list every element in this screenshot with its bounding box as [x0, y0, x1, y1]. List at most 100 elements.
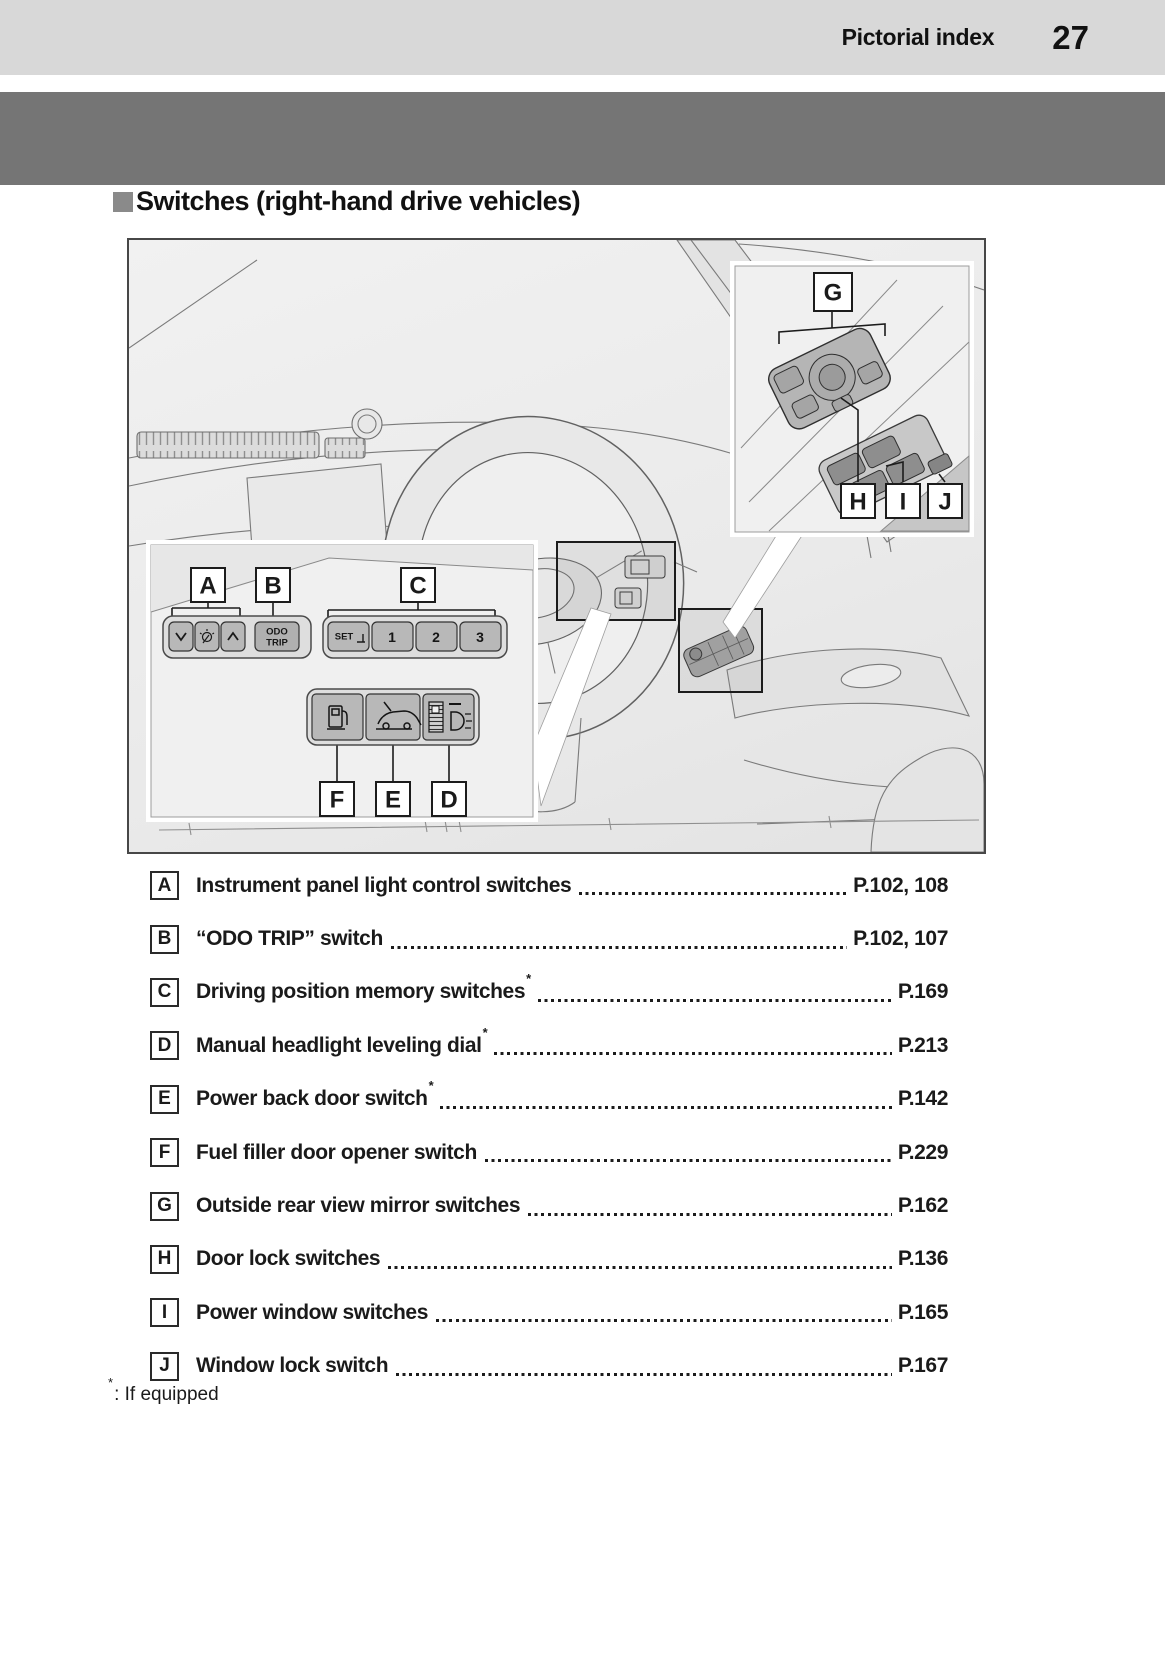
if-equipped-asterisk: *: [482, 1024, 488, 1040]
memory-set-button: SET: [327, 621, 370, 652]
item-label-box: E: [150, 1084, 179, 1114]
callout-box-f: F: [319, 781, 355, 817]
index-row: G Outside rear view mirror switches P.162: [150, 1179, 948, 1232]
page-reference: P.162: [897, 1194, 949, 1218]
leveling-dial-headlight-icon: [428, 701, 472, 733]
callout-leader-lines: [778, 311, 946, 483]
page-reference: P.102, 108: [853, 873, 948, 897]
callout-box-d: D: [431, 781, 467, 817]
index-row: I Power window switches P.165: [150, 1286, 948, 1339]
chevron-down-icon: [175, 632, 187, 642]
callout-box-h: H: [840, 483, 876, 519]
item-label-box: D: [150, 1031, 179, 1061]
page-reference: P.136: [897, 1247, 949, 1271]
item-label-box: J: [150, 1351, 179, 1381]
item-text: “ODO TRIP” switch: [196, 927, 383, 951]
callout-box-j: J: [927, 483, 963, 519]
callout-box-a: A: [190, 567, 226, 603]
power-back-door-button: [365, 693, 422, 741]
page-reference: P.102, 107: [853, 927, 948, 951]
svg-text:ODO: ODO: [266, 627, 288, 638]
page-reference: P.213: [897, 1033, 949, 1057]
item-label-box: H: [150, 1244, 179, 1274]
item-label-box: I: [150, 1298, 179, 1328]
callout-box-e: E: [375, 781, 411, 817]
instrument-light-control-switches: [168, 621, 246, 652]
section-title-text: Switches (right-hand drive vehicles): [136, 186, 581, 216]
dotted-leader: [484, 1159, 892, 1163]
svg-text:C: C: [409, 573, 426, 600]
index-row: E Power back door switch* P.142: [150, 1073, 948, 1126]
callout-box-c: C: [400, 567, 436, 603]
dotted-leader: [390, 945, 848, 949]
item-label-box: F: [150, 1138, 179, 1168]
page-reference: P.169: [897, 980, 949, 1004]
inset-instrument-panel: ODO TRIP SET 1 2: [146, 540, 538, 822]
dashboard-vent-strip: [136, 431, 320, 459]
item-text: Power back door switch*: [196, 1078, 434, 1111]
fuel-filler-opener-button: [311, 693, 364, 741]
mirror-control-switches: [768, 327, 891, 430]
footnote-text: : If equipped: [114, 1384, 219, 1405]
callout-pointer-to-lower-inset: [532, 607, 612, 807]
memory-1-button: 1: [371, 621, 414, 652]
dotted-leader: [396, 1372, 892, 1376]
section-title: Switches (right-hand drive vehicles): [113, 186, 581, 217]
svg-text:J: J: [938, 489, 951, 516]
callout-pointer-to-upper-inset: [722, 530, 806, 639]
page-reference: P.165: [897, 1300, 949, 1324]
callout-box-i: I: [885, 483, 921, 519]
svg-text:B: B: [264, 573, 281, 600]
svg-text:H: H: [849, 489, 866, 516]
item-text: Outside rear view mirror switches: [196, 1194, 521, 1218]
page-reference: P.229: [897, 1140, 949, 1164]
window-lock-button: [927, 453, 953, 475]
side-vent: [324, 437, 366, 459]
dotted-leader: [388, 1265, 892, 1269]
dotted-leader: [440, 1105, 892, 1109]
page-reference: P.142: [897, 1087, 949, 1111]
index-row: D Manual headlight leveling dial* P.213: [150, 1019, 948, 1072]
door-handle: [840, 663, 902, 689]
inset-door-panel: G H I J: [730, 261, 974, 537]
item-label-box: C: [150, 977, 179, 1007]
index-row: B “ODO TRIP” switch P.102, 107: [150, 912, 948, 965]
header-band: Pictorial index 27: [0, 0, 1165, 75]
chevron-up-icon: [227, 631, 239, 641]
svg-text:A: A: [199, 573, 216, 600]
item-text: Window lock switch: [196, 1354, 389, 1378]
index-row: C Driving position memory switches* P.169: [150, 966, 948, 1019]
header-page-number: 27: [1052, 18, 1089, 56]
callout-leader-lines-lower: [171, 602, 496, 782]
highlight-instrument-panel-switches: [556, 541, 676, 621]
svg-text:G: G: [824, 280, 843, 307]
item-text: Driving position memory switches*: [196, 971, 531, 1004]
cockpit-diagram: G H I J: [127, 238, 986, 854]
svg-text:E: E: [385, 787, 401, 814]
suv-open-tailgate-icon: [376, 701, 422, 730]
memory-3-button: 3: [459, 621, 502, 652]
item-label-box: G: [150, 1191, 179, 1221]
item-text: Power window switches: [196, 1300, 428, 1324]
cockpit-diagram-svg: G H I J: [128, 239, 985, 853]
dash-knob: [351, 408, 383, 440]
seat-glyph-icon: [357, 634, 365, 643]
item-text: Instrument panel light control switches: [196, 873, 572, 897]
dotted-leader: [435, 1319, 892, 1323]
dotted-leader: [528, 1212, 892, 1216]
headlight-leveling-dial-button: [422, 693, 475, 741]
item-text: Manual headlight leveling dial*: [196, 1024, 488, 1057]
if-equipped-footnote: *: If equipped: [108, 1376, 219, 1406]
callout-box-g: G: [813, 272, 853, 312]
callout-box-b: B: [255, 567, 291, 603]
svg-text:3: 3: [476, 629, 484, 645]
header-dark-band: [0, 92, 1165, 185]
brightness-dial-icon: [199, 629, 215, 644]
item-label-box: B: [150, 924, 179, 954]
svg-text:D: D: [440, 787, 457, 814]
